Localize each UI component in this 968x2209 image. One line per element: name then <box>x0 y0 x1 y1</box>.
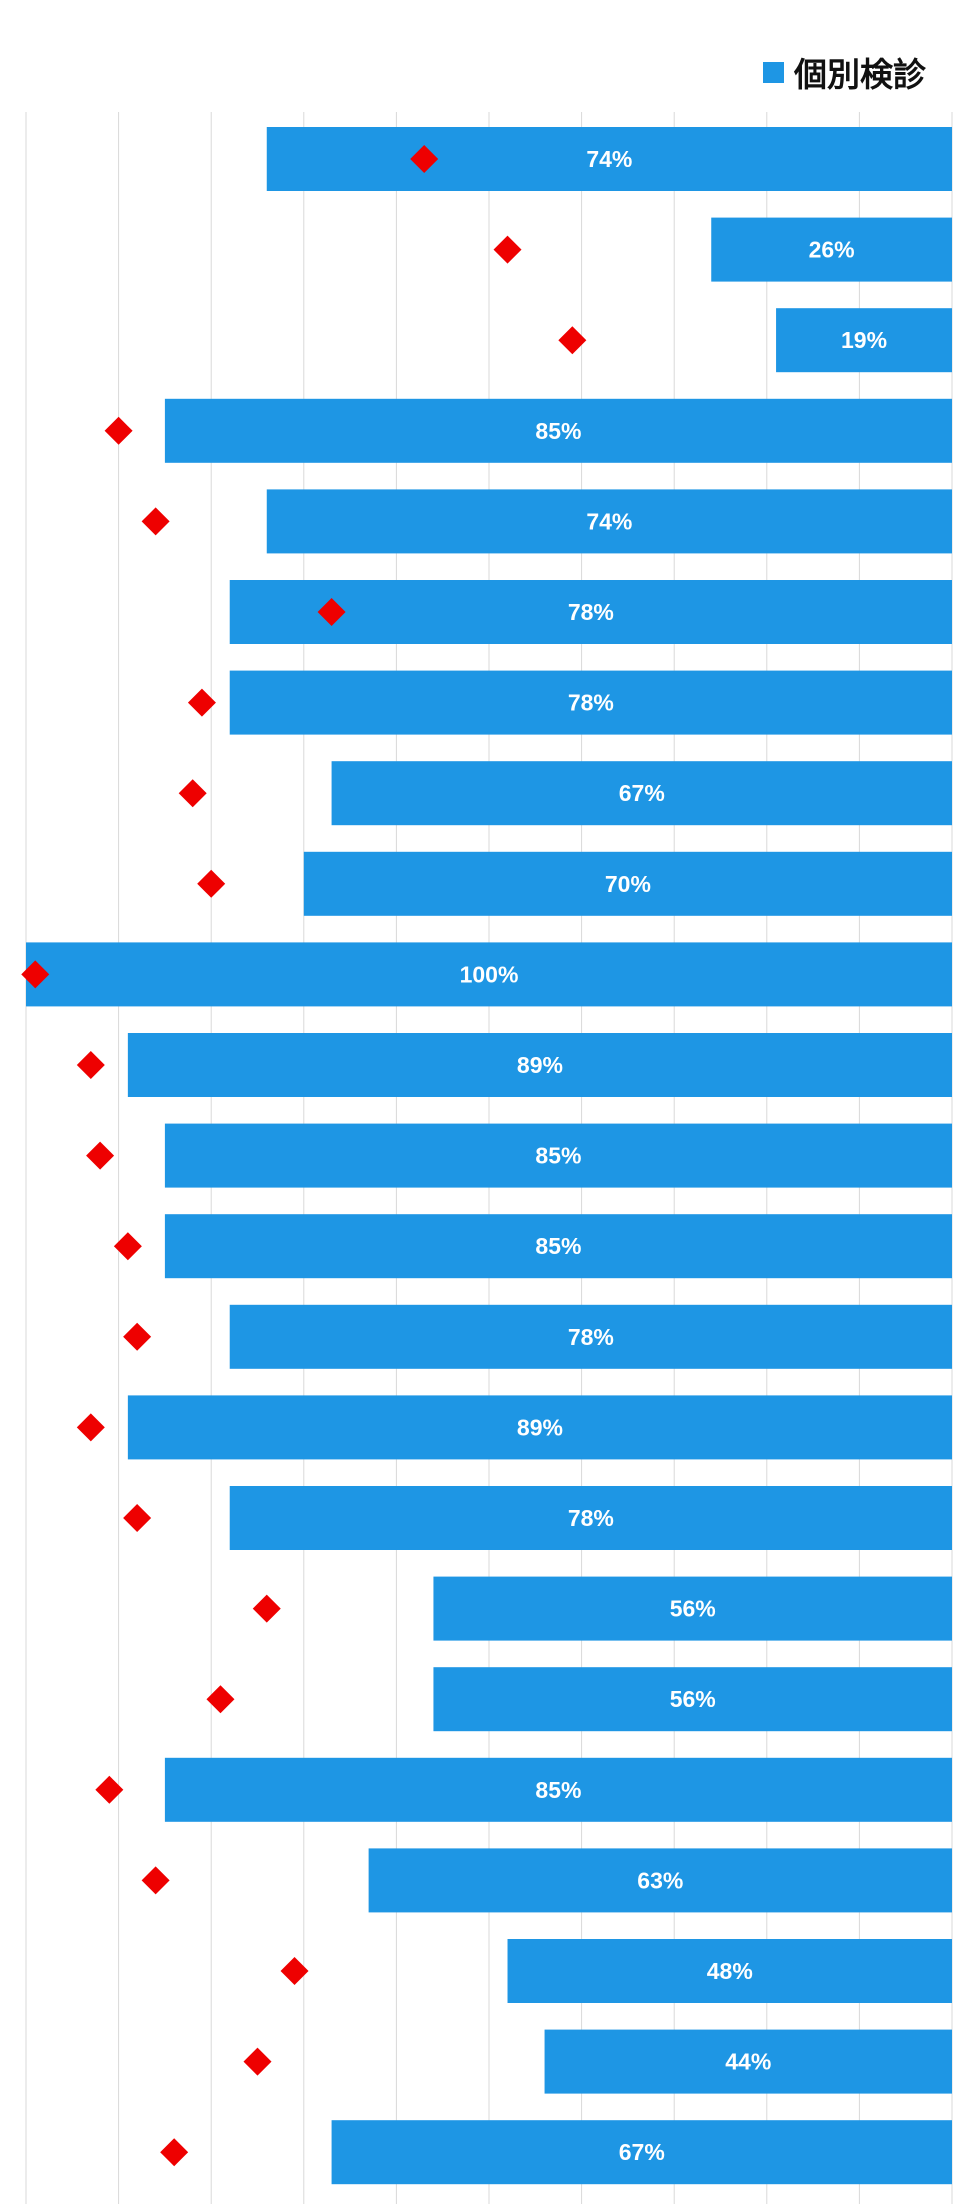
bar-data-label: 85% <box>535 1143 581 1169</box>
bar-data-label: 100% <box>460 961 519 987</box>
diamond-marker <box>104 416 133 445</box>
bar-data-label: 85% <box>535 418 581 444</box>
bar <box>164 398 952 463</box>
bar <box>266 127 952 191</box>
diamond-marker <box>178 779 207 808</box>
bar <box>368 1848 952 1913</box>
bar-data-label: 89% <box>517 1052 563 1078</box>
diamond-marker <box>21 960 50 989</box>
bar-data-label: 89% <box>517 1414 563 1440</box>
bar <box>433 1576 952 1641</box>
bar <box>164 1214 952 1279</box>
diamond-marker <box>123 1322 152 1351</box>
bar <box>266 489 952 554</box>
bar-data-label: 56% <box>670 1596 716 1622</box>
bar-data-label: 56% <box>670 1686 716 1712</box>
legend-swatch-icon <box>763 61 784 83</box>
bar <box>127 1395 953 1460</box>
diamond-marker <box>558 326 587 355</box>
bar <box>331 761 953 826</box>
bar-data-label: 26% <box>809 237 855 263</box>
diamond-marker <box>252 1594 281 1623</box>
legend: 個別検診 <box>763 48 926 96</box>
bar-data-label: 63% <box>637 1867 683 1893</box>
diamond-marker <box>243 2047 272 2076</box>
bar <box>507 1939 952 2003</box>
bar <box>164 1757 952 1822</box>
bar-data-label: 85% <box>535 1777 581 1803</box>
bar-data-label: 44% <box>725 2049 771 2075</box>
bar <box>776 308 952 373</box>
bar <box>164 1123 952 1188</box>
bar-data-label: 70% <box>605 871 651 897</box>
bar-data-label: 67% <box>619 780 665 806</box>
bar <box>544 2029 952 2094</box>
legend-label: 個別検診 <box>794 55 926 94</box>
diamond-marker <box>280 1957 309 1985</box>
bar-data-label: 19% <box>841 327 887 353</box>
diamond-marker <box>317 598 346 626</box>
bar <box>433 1667 952 1732</box>
bar-data-label: 85% <box>535 1233 581 1259</box>
bar <box>229 1486 953 1550</box>
bar-data-label: 78% <box>568 599 614 625</box>
bar <box>229 1304 953 1369</box>
bar <box>331 2120 953 2185</box>
bar <box>711 217 952 282</box>
diamond-marker <box>206 1685 235 1714</box>
diamond-marker <box>76 1051 105 1079</box>
bar-data-label: 78% <box>568 1324 614 1350</box>
diamond-marker <box>197 869 226 898</box>
diamond-marker <box>95 1775 124 1804</box>
bar-data-label: 74% <box>586 146 632 172</box>
diamond-marker <box>123 1504 152 1532</box>
bar <box>229 580 953 644</box>
diamond-marker <box>160 2138 189 2167</box>
bar <box>127 1033 953 1097</box>
bar <box>229 670 953 735</box>
bar-data-label: 78% <box>568 690 614 716</box>
bar-data-label: 67% <box>619 2139 665 2165</box>
diamond-marker <box>493 235 522 264</box>
bar-data-label: 74% <box>586 508 632 534</box>
diamond-marker <box>86 1141 115 1170</box>
diamond-marker <box>187 688 216 717</box>
diamond-marker <box>141 1866 170 1895</box>
diamond-marker <box>113 1232 142 1261</box>
bar <box>303 851 952 916</box>
bar-data-label: 48% <box>707 1958 753 1984</box>
diamond-marker <box>141 507 170 536</box>
diamond-marker <box>76 1413 105 1442</box>
bar <box>26 942 952 1007</box>
diamond-marker <box>410 145 439 173</box>
bar-data-label: 78% <box>568 1505 614 1531</box>
